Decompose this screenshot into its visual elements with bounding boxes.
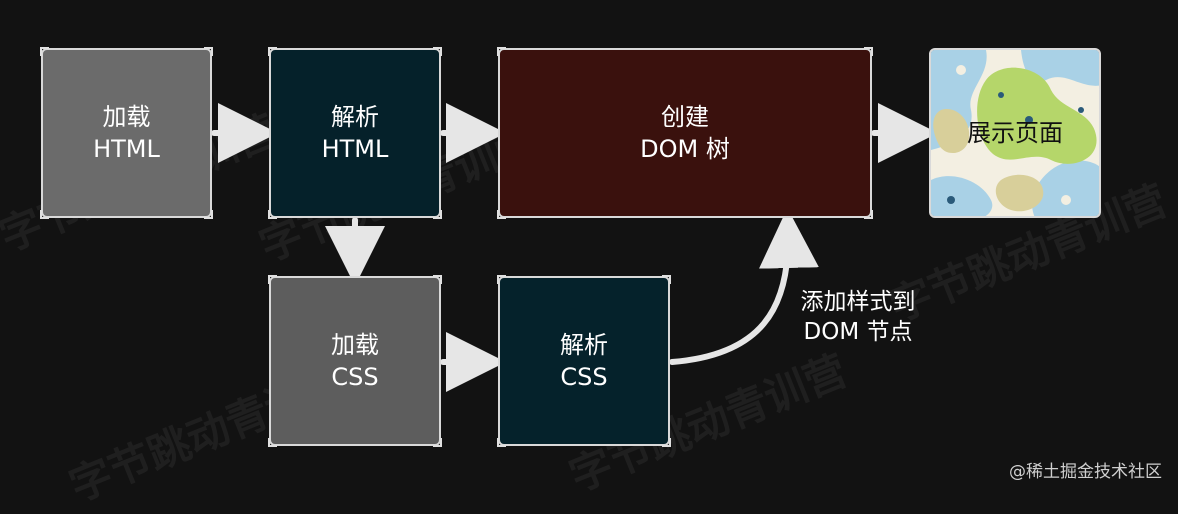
source-credit: @稀土掘金技术社区 bbox=[1009, 462, 1162, 482]
arrow-parse-css-to-dom bbox=[669, 208, 819, 365]
node-label-line1: 加载 bbox=[331, 331, 379, 359]
node-label-line2: HTML bbox=[321, 135, 389, 163]
load-html-node: 加载 HTML bbox=[40, 47, 213, 219]
parse-css-node: 解析 CSS bbox=[497, 275, 671, 447]
node-label-line2: CSS bbox=[331, 363, 379, 391]
flow-diagram: 字节跳动青训营 字节跳动青训营 字节跳动青训营 字节跳动青训营 字节跳动青训营 … bbox=[0, 47, 1174, 511]
node-label-line2: CSS bbox=[560, 363, 608, 391]
node-label-line1: 解析 bbox=[560, 331, 608, 359]
build-dom-node: 创建 DOM 树 bbox=[497, 47, 873, 219]
node-label-line2: HTML bbox=[93, 135, 160, 163]
node-label-line1: 解析 bbox=[331, 103, 379, 131]
arrows bbox=[211, 103, 938, 392]
edge-label-line1: 添加样式到 bbox=[800, 289, 916, 315]
node-label-line2: DOM 树 bbox=[640, 135, 730, 163]
display-page-node: 展示页面 bbox=[929, 48, 1101, 218]
parse-html-node: 解析 HTML bbox=[268, 47, 442, 219]
node-label-line1: 加载 bbox=[102, 103, 151, 131]
node-label: 展示页面 bbox=[967, 119, 1063, 147]
page-pattern-image bbox=[931, 50, 1099, 216]
edge-label-apply-styles: 添加样式到 DOM 节点 bbox=[788, 287, 928, 347]
node-label-line1: 创建 bbox=[661, 103, 709, 131]
edge-label-line2: DOM 节点 bbox=[803, 319, 913, 345]
load-css-node: 加载 CSS bbox=[268, 275, 442, 447]
